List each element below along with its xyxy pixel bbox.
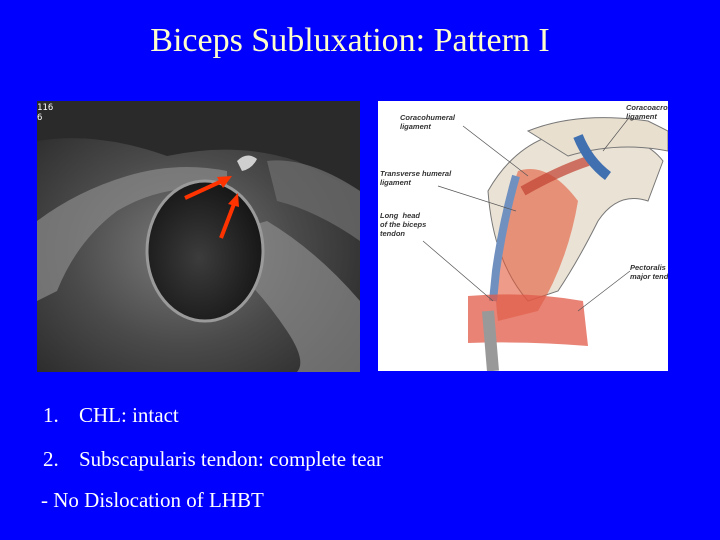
label-transverse-humeral-ligament: Transverse humeral ligament [380,169,452,187]
label-coracoacromial-ligament: Coracoacromial ligament [626,103,668,121]
list-item: 1. CHL: intact [43,403,179,428]
arrow-2 [219,203,236,239]
label-pectoralis-major-tendon: Pectoralis major tendon [630,263,668,281]
label-biceps-tendon: Long head of the biceps tendon [380,211,427,238]
list-text: CHL: intact [79,403,179,427]
list-number: 2. [43,447,59,471]
mri-label: 116 6 [37,103,54,123]
list-number: 1. [43,403,59,427]
list-text: Subscapularis tendon: complete tear [79,447,383,471]
mri-graphic [37,101,360,372]
anatomy-illustration: Coracohumeral ligament Coracoacromial li… [378,101,668,371]
shoulder-diagram [422,117,668,371]
note-text: - No Dislocation of LHBT [41,488,264,512]
arrow-1 [184,179,223,200]
mri-image: 116 6 [37,101,360,372]
list-item: 2. Subscapularis tendon: complete tear [43,447,383,472]
label-coracohumeral-ligament: Coracohumeral ligament [400,113,456,131]
slide-title: Biceps Subluxation: Pattern I [150,22,550,59]
